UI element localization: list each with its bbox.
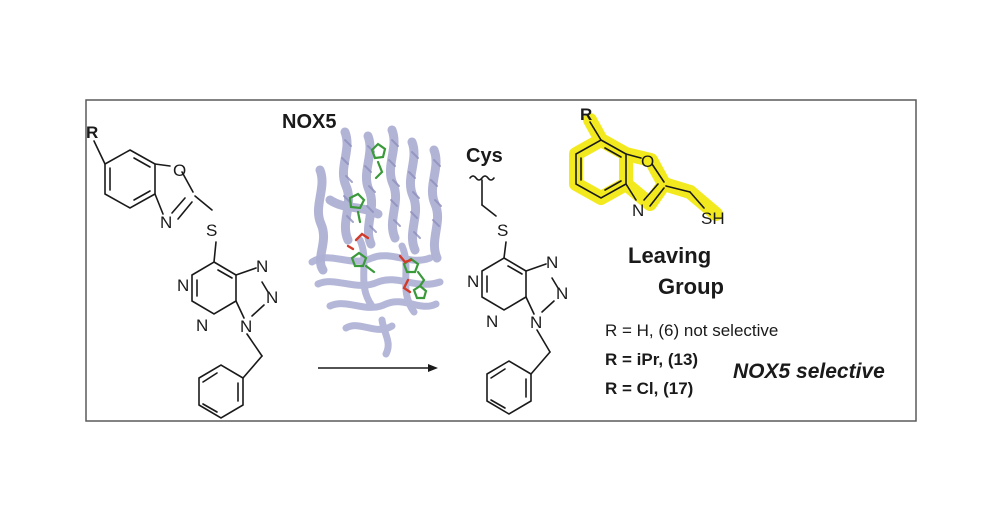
leaving-group-o: O (641, 152, 654, 171)
reactant-triazole-n3: N (240, 317, 252, 336)
protein-label: NOX5 (282, 111, 336, 133)
substituent-h: R = H, (6) not selective (605, 321, 778, 340)
reactant-triazole-n1: N (256, 257, 268, 276)
substituent-cl: R = Cl, (17) (605, 379, 693, 398)
reactant-linker-s: S (206, 221, 217, 240)
reaction-arrow (318, 364, 438, 372)
product-triazole-n3: N (530, 313, 542, 332)
reactant-triazole-n2: N (266, 288, 278, 307)
nox5-protein-structure (308, 125, 444, 358)
figure-frame (85, 99, 917, 422)
leaving-group-molecule: R O N SH (569, 105, 725, 228)
product-linker-s: S (497, 221, 508, 240)
product-molecule: Cys S N N N N N (466, 145, 568, 415)
reactant-molecule: R O N S N N N N N (86, 123, 278, 419)
cys-label: Cys (466, 145, 503, 167)
reactant-pyrimidine-n1: N (177, 276, 189, 295)
leaving-group-r-label: R (580, 105, 592, 124)
reactant-oxazole-o: O (173, 161, 186, 180)
leaving-group-sh: SH (701, 209, 725, 228)
product-triazole-n2: N (556, 284, 568, 303)
substituent-ipr: R = iPr, (13) (605, 350, 698, 369)
leaving-group-n: N (632, 201, 644, 220)
product-pyrimidine-n1: N (467, 272, 479, 291)
product-triazole-n1: N (546, 253, 558, 272)
leaving-group-title-line2: Group (658, 274, 724, 299)
reactant-r-label: R (86, 123, 98, 142)
leaving-group-title-line1: Leaving (628, 243, 711, 268)
selectivity-label: NOX5 selective (733, 360, 885, 383)
product-pyrimidine-n2: N (486, 312, 498, 331)
reactant-pyrimidine-n2: N (196, 316, 208, 335)
reactant-oxazole-n: N (160, 213, 172, 232)
